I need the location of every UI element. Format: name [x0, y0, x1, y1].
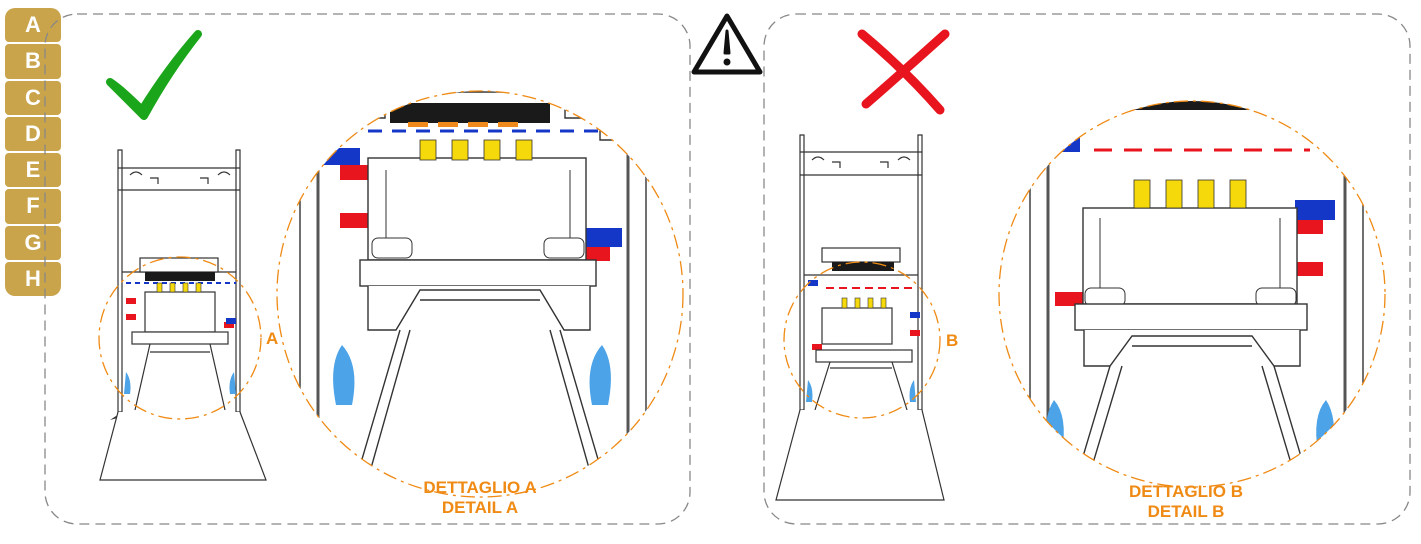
letter-tab: E: [5, 153, 61, 188]
detail-b-caption-en: DETAIL B: [1147, 502, 1225, 521]
profile-section-correct: [98, 149, 267, 481]
correct-panel-frame: [44, 13, 691, 525]
check-mark-icon: [106, 30, 202, 120]
detail-a-marker: A: [266, 329, 279, 348]
cross-mark-icon: [857, 29, 950, 115]
warning-triangle-icon: [691, 13, 763, 75]
detail-b-caption-it: DETTAGLIO B: [1129, 482, 1243, 501]
incorrect-panel-frame: [763, 13, 1411, 525]
letter-tab: F: [5, 189, 61, 224]
letter-tab: G: [5, 225, 61, 260]
letter-tab: B: [5, 44, 61, 79]
detail-a-magnified: [276, 90, 684, 498]
detail-a-caption: DETTAGLIO A DETAIL A: [380, 478, 580, 518]
section-letter-tabs: A B C D E F G H: [5, 8, 61, 296]
letter-tab: H: [5, 261, 61, 296]
detail-b-magnified: [998, 100, 1386, 488]
detail-b-caption: DETTAGLIO B DETAIL B: [1086, 482, 1286, 522]
detail-a-caption-it: DETTAGLIO A: [423, 478, 537, 497]
detail-b-marker: B: [946, 331, 959, 350]
profile-section-incorrect: [775, 134, 945, 501]
letter-tab: D: [5, 116, 61, 151]
letter-tab: A: [5, 8, 61, 43]
letter-tab: C: [5, 80, 61, 115]
detail-a-caption-en: DETAIL A: [441, 498, 519, 517]
